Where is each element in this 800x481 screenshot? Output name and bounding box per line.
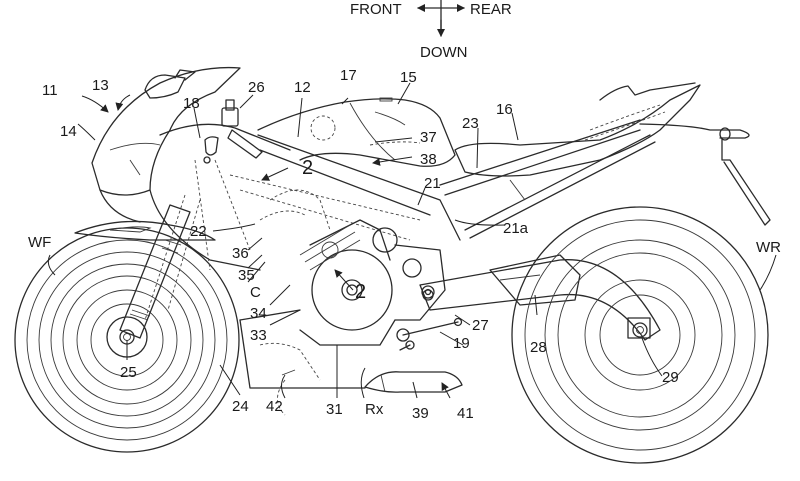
label-17: 17 — [340, 67, 357, 84]
label-22: 22 — [190, 223, 207, 240]
leader-lines — [47, 82, 777, 399]
lower-fairing — [239, 309, 366, 416]
label-11: 11 — [42, 82, 58, 99]
label-36: 36 — [232, 245, 249, 262]
label-31: 31 — [326, 401, 343, 418]
section-mark-2-mid: 2 — [355, 281, 366, 303]
rear-label: REAR — [470, 1, 512, 18]
label-18: 18 — [183, 95, 200, 112]
reference-labels: 11 13 14 18 26 12 17 15 16 23 37 38 2 21… — [28, 67, 781, 422]
label-13: 13 — [92, 77, 109, 94]
label-39: 39 — [412, 405, 429, 422]
rear-linkage — [396, 289, 463, 351]
down-label: DOWN — [420, 44, 468, 61]
label-29: 29 — [662, 369, 679, 386]
rear-frame — [439, 119, 656, 239]
label-24: 24 — [232, 398, 249, 415]
handlebar-assembly — [159, 99, 291, 164]
label-21a: 21a — [503, 220, 529, 237]
front-wheel — [14, 227, 240, 453]
orientation-indicator: FRONT REAR DOWN — [350, 0, 512, 61]
label-21: 21 — [424, 175, 441, 192]
main-frame — [194, 134, 461, 271]
swingarm — [419, 254, 661, 341]
label-37: 37 — [420, 129, 437, 146]
section-mark-2-top: 2 — [302, 157, 313, 179]
label-35: 35 — [238, 267, 255, 284]
label-41: 41 — [457, 405, 474, 422]
label-42: 42 — [266, 398, 283, 415]
rear-wheel — [511, 206, 769, 464]
label-WF: WF — [28, 234, 51, 251]
fuel-tank — [257, 97, 456, 167]
label-15: 15 — [400, 69, 417, 86]
label-19: 19 — [453, 335, 470, 352]
label-C: C — [250, 284, 261, 301]
mirror — [144, 74, 186, 99]
front-fender — [74, 220, 216, 241]
label-33: 33 — [250, 327, 267, 344]
label-25: 25 — [120, 364, 137, 381]
label-16: 16 — [496, 101, 513, 118]
label-34: 34 — [250, 305, 267, 322]
label-WR: WR — [756, 239, 781, 256]
front-fork — [119, 194, 201, 339]
label-14: 14 — [60, 123, 77, 140]
label-12: 12 — [294, 79, 311, 96]
engine — [259, 189, 446, 346]
label-28: 28 — [530, 339, 547, 356]
seat-and-tail — [454, 82, 771, 226]
front-label: FRONT — [350, 1, 402, 18]
label-38: 38 — [420, 151, 437, 168]
label-27: 27 — [472, 317, 489, 334]
label-23: 23 — [462, 115, 479, 132]
exhaust — [364, 371, 463, 393]
label-Rx: Rx — [365, 401, 384, 418]
label-26: 26 — [248, 79, 265, 96]
